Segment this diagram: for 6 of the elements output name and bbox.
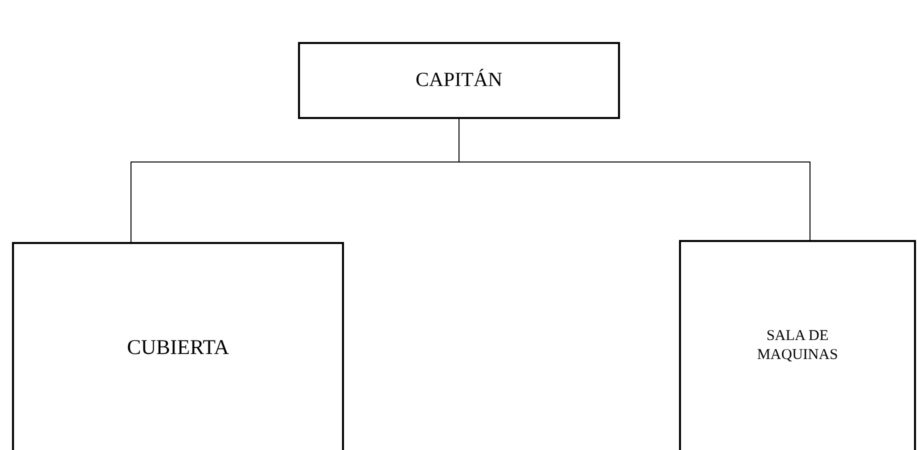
org-box — [298, 42, 620, 119]
box-label: CUBIERTA — [126, 334, 230, 360]
org-box — [679, 240, 916, 450]
org-box — [12, 242, 344, 450]
box-label: CAPITÁN — [416, 68, 502, 93]
box-label: SALA DE MAQUINAS — [756, 327, 839, 365]
